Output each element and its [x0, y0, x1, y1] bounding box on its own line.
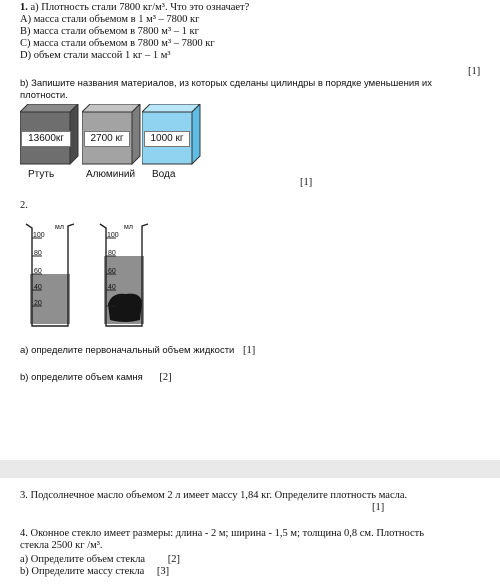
q1-part-b-line2: плотности.	[20, 90, 68, 101]
q4-part-a: a) Определите объем стекла [2]	[20, 554, 180, 566]
q2-number: 2.	[20, 200, 28, 211]
cylinder-1-tick-80: 80	[34, 250, 42, 257]
q1-option-d: D) объем стали массой 1 кг – 1 м³	[20, 50, 171, 61]
cylinder-2-shape	[99, 223, 149, 327]
water-caption: Вода	[152, 169, 176, 180]
q3-text: 3. Подсолнечное масло объемом 2 л имеет …	[20, 490, 408, 501]
cylinder-water-only: мл 100 80 60 40 20	[22, 222, 82, 332]
q2-part-b-text: b) определите объем камня	[20, 372, 143, 383]
cylinder-1-tick-100: 100	[33, 232, 45, 239]
water-mass-label: 1000 кг	[144, 131, 190, 147]
q2-part-b-mark: [2]	[159, 372, 172, 383]
q2-part-b: b) определите объем камня [2]	[20, 372, 172, 384]
q4-part-a-mark: [2]	[167, 554, 180, 565]
worksheet-page-2: 3. Подсолнечное масло объемом 2 л имеет …	[0, 478, 500, 588]
q1-heading: 1. a) Плотность стали 7800 кг/м³. Что эт…	[20, 2, 249, 14]
cylinder-1-tick-20: 20	[34, 300, 42, 307]
q2-part-a: a) определите первоначальный объем жидко…	[20, 345, 255, 357]
q1-question: a) Плотность стали 7800 кг/м³. Что это о…	[30, 2, 250, 13]
page-gap	[0, 460, 500, 478]
q1-number: 1.	[20, 2, 28, 13]
q4-part-b: b) Определите массу стекла [3]	[20, 566, 169, 578]
q3-mark: [1]	[372, 502, 385, 513]
worksheet-page-1: 1. a) Плотность стали 7800 кг/м³. Что эт…	[20, 2, 481, 384]
q4-part-a-text: a) Определите объем стекла	[20, 554, 146, 565]
q1-option-b: B) масса стали объемом в 7800 м³ – 1 кг	[20, 26, 199, 37]
q1-part-b-line1: b) Запишите названия материалов, из кото…	[20, 78, 432, 89]
cylinder-2-tick-80: 80	[108, 250, 116, 257]
mercury-mass-label: 13600кг	[21, 131, 71, 147]
q2-part-a-mark: [1]	[243, 345, 256, 356]
aluminium-cube: 2700 кг	[82, 104, 142, 166]
q4-part-b-mark: [3]	[156, 566, 170, 577]
q4-line2: стекла 2500 кг /м³.	[20, 540, 103, 551]
cylinder-1-tick-40: 40	[34, 284, 42, 291]
cylinder-2-tick-40: 40	[108, 284, 116, 291]
cylinder-1-unit: мл	[55, 224, 64, 231]
aluminium-mass-label: 2700 кг	[84, 131, 130, 147]
q1-mark-a: [1]	[468, 66, 481, 77]
q2-part-a-text: a) определите первоначальный объем жидко…	[20, 345, 235, 356]
q1-option-c: C) масса стали объемом в 7800 м³ – 7800 …	[20, 38, 215, 49]
cylinder-2-tick-60: 60	[108, 268, 116, 275]
q1-mark-b: [1]	[300, 177, 313, 188]
cylinder-with-stone: мл 100 80 60 40	[96, 222, 156, 332]
cylinder-1-tick-60: 60	[34, 268, 42, 275]
aluminium-caption: Алюминий	[86, 169, 136, 180]
cylinder-2-unit: мл	[124, 224, 133, 231]
cylinder-2-tick-100: 100	[107, 232, 119, 239]
q1-option-a: A) масса стали объемом в 1 м³ – 7800 кг	[20, 14, 200, 25]
q4-part-b-text: b) Определите массу стекла	[20, 566, 145, 577]
cylinder-1-shape	[25, 223, 75, 327]
mercury-caption: Ртуть	[28, 169, 55, 180]
q4-line1: 4. Оконное стекло имеет размеры: длина -…	[20, 528, 425, 539]
mercury-cube: 13600кг	[20, 104, 80, 166]
water-cube: 1000 кг	[142, 104, 202, 166]
